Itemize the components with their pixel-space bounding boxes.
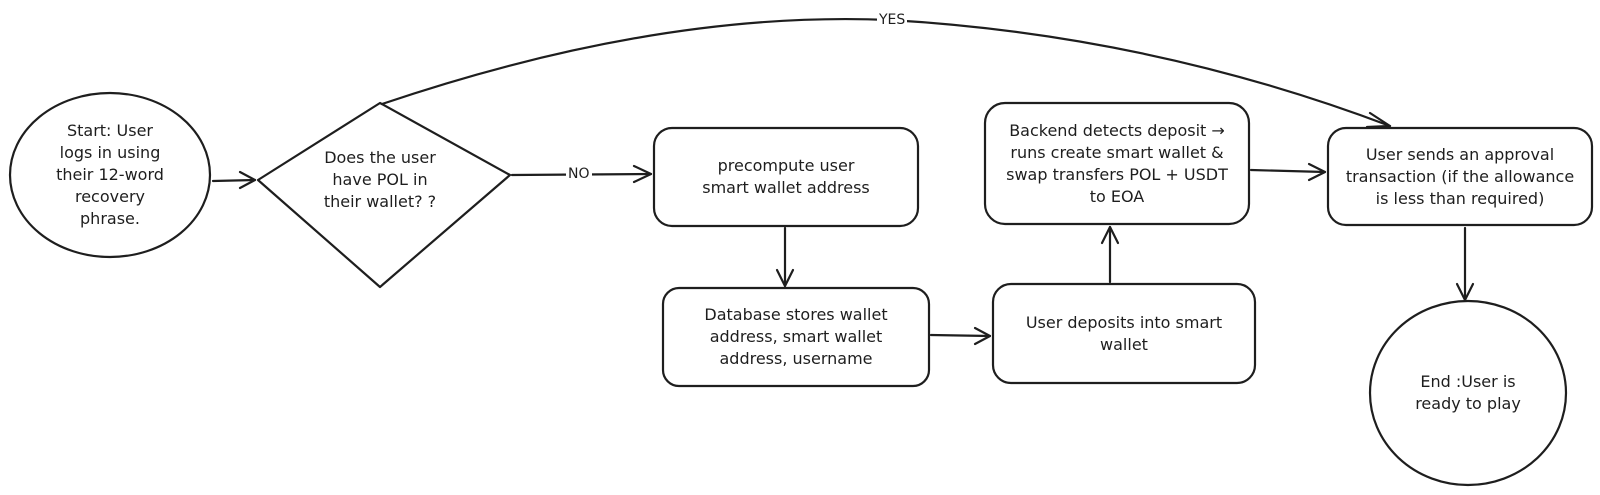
database-node-shape <box>661 286 931 388</box>
edge-start-to-decision <box>211 178 257 183</box>
start-node-shape <box>8 91 212 259</box>
start-node-label: Start: User logs in using their 12-word … <box>56 121 164 228</box>
no-edge-label: NO <box>566 166 592 182</box>
precompute-node-label: precompute user smart wallet address <box>702 156 870 197</box>
database-node-label: Database stores wallet address, smart wa… <box>704 305 888 368</box>
edge-deposit-to-backend-head <box>1100 225 1120 245</box>
edge-precompute-to-database-head <box>775 268 795 288</box>
edge-decision-to-precompute-head <box>632 164 653 184</box>
edge-approval-to-end-head <box>1455 282 1475 302</box>
edge-backend-to-approval <box>1249 168 1327 174</box>
edge-backend-to-approval-head <box>1307 162 1327 182</box>
edge-yes-head <box>1365 111 1392 129</box>
edge-database-to-deposit-head <box>973 326 992 346</box>
end-node-label: End :User is ready to play <box>1415 372 1521 413</box>
deposit-node-shape <box>991 282 1257 385</box>
deposit-node-label: User deposits into smart wallet <box>1025 312 1223 354</box>
edge-database-to-deposit <box>929 333 992 338</box>
backend-node-label: Backend detects deposit → runs create sm… <box>1006 120 1228 206</box>
end-node-shape <box>1368 299 1568 487</box>
precompute-node-shape <box>652 126 920 228</box>
edge-start-to-decision-head <box>238 170 257 190</box>
decision-node-label: Does the user have POL in their wallet? … <box>323 148 437 211</box>
yes-edge-label: YES <box>877 12 908 28</box>
decision-node-shape <box>256 101 512 289</box>
backend-node-shape <box>983 101 1251 226</box>
approval-node-shape <box>1326 126 1594 227</box>
approval-node-label: User sends an approval transaction (if t… <box>1345 144 1575 208</box>
